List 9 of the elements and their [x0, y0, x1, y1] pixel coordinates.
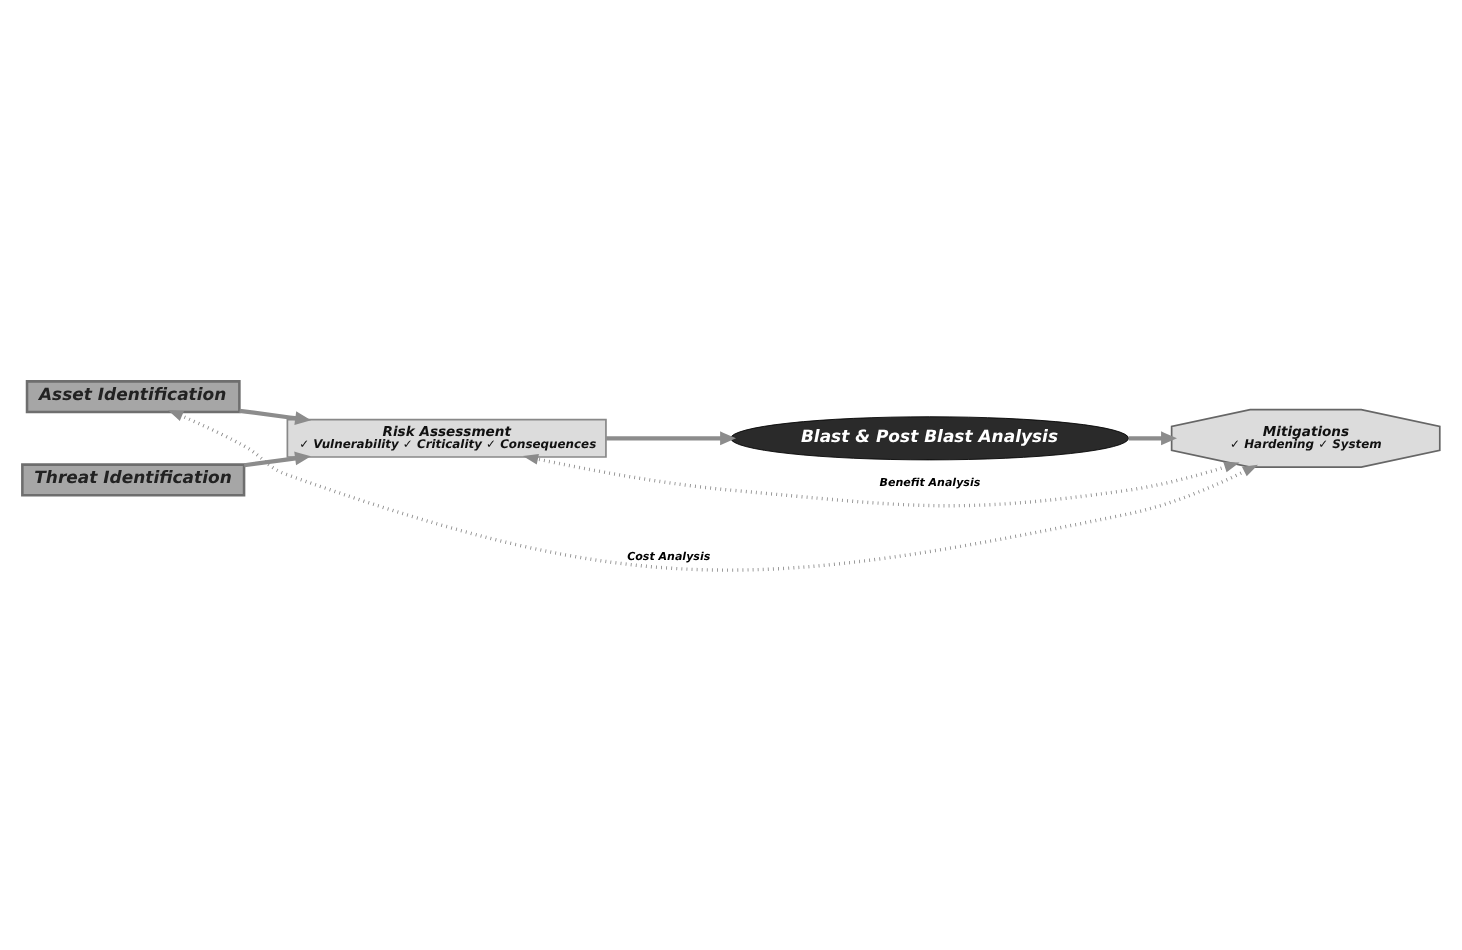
node-box: Asset Identification: [25, 379, 241, 413]
arrow: [1128, 430, 1177, 445]
arrow: [167, 409, 1259, 571]
node-box: Threat Identification: [21, 462, 246, 496]
arrow: [606, 430, 737, 445]
node-ellipse: Blast & Post Blast Analysis: [730, 415, 1129, 460]
arrow: [522, 452, 1240, 507]
arrow: [239, 407, 312, 425]
arrow: [243, 450, 311, 467]
